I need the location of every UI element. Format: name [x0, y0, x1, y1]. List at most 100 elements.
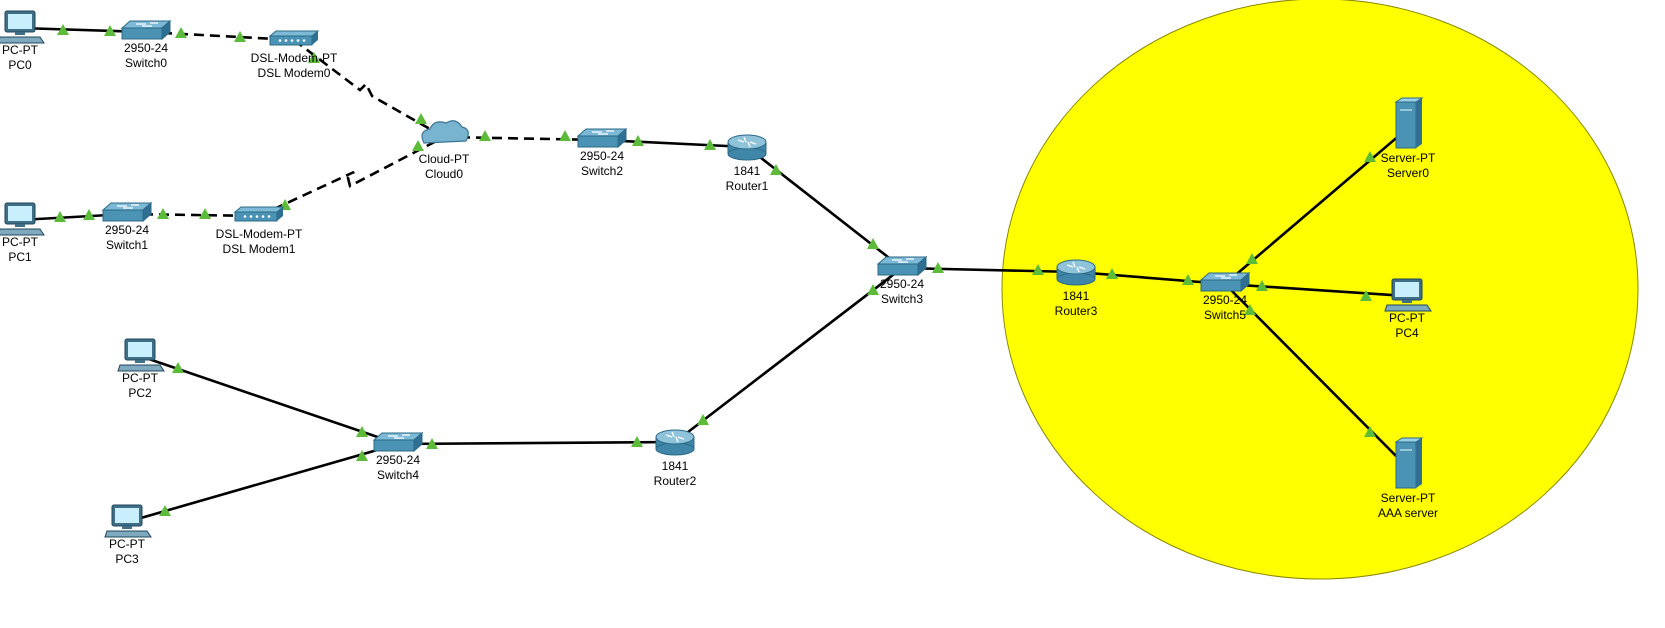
- port-status-up-indicator: [356, 426, 368, 437]
- port-status-up-indicator: [632, 135, 644, 146]
- link-router2-switch3[interactable]: [674, 266, 903, 444]
- pc-icon: [117, 338, 165, 372]
- device-model-label: PC-PT: [122, 371, 159, 385]
- device-name-label: Switch2: [581, 164, 623, 178]
- pc-icon: [0, 10, 45, 44]
- device-model-label: 1841: [1063, 289, 1090, 303]
- switch-icon: [101, 201, 153, 223]
- pc-icon: [1384, 278, 1432, 312]
- device-name-label: PC0: [8, 58, 32, 72]
- router-icon: [727, 134, 767, 161]
- device-name-label: Switch1: [106, 238, 148, 252]
- device-name-label: PC3: [115, 552, 139, 566]
- port-status-up-indicator: [697, 414, 709, 425]
- pc-icon: [0, 202, 45, 236]
- link-router3-switch5[interactable]: [1075, 270, 1226, 286]
- port-status-up-indicator: [83, 209, 95, 220]
- port-status-up-indicator: [57, 24, 69, 35]
- device-name-label: Switch3: [881, 292, 923, 306]
- device-name-label: Switch5: [1204, 308, 1246, 322]
- link-switch3-router3[interactable]: [901, 266, 1077, 274]
- server-icon: [1394, 97, 1424, 149]
- link-dslmodem0-cloud0[interactable]: [293, 38, 445, 139]
- device-model-label: DSL-Modem-PT: [216, 227, 303, 241]
- switch-icon: [372, 431, 424, 453]
- port-status-up-indicator: [172, 362, 184, 373]
- port-status-up-indicator: [1246, 253, 1258, 264]
- device-model-label: PC-PT: [2, 235, 39, 249]
- device-name-label: AAA server: [1378, 506, 1438, 520]
- switch-icon: [1199, 271, 1251, 293]
- port-status-up-indicator: [770, 164, 782, 175]
- device-model-label: Server-PT: [1381, 151, 1436, 165]
- port-status-up-indicator: [479, 130, 491, 141]
- port-status-up-indicator: [1364, 426, 1376, 437]
- cloud-icon: [421, 120, 469, 144]
- device-model-label: PC-PT: [2, 43, 39, 57]
- port-status-up-indicator: [1360, 290, 1372, 301]
- port-status-up-indicator: [1256, 280, 1268, 291]
- device-model-label: Cloud-PT: [419, 152, 470, 166]
- device-model-label: 2950-24: [1203, 293, 1247, 307]
- dsl-modem-icon: [268, 30, 320, 46]
- router-icon: [1056, 259, 1096, 286]
- port-status-up-indicator: [1244, 304, 1256, 315]
- device-name-label: Router3: [1055, 304, 1098, 318]
- port-status-up-indicator: [157, 208, 169, 219]
- device-name-label: DSL Modem0: [258, 66, 331, 80]
- device-name-label: Server0: [1387, 166, 1429, 180]
- device-name-label: Cloud0: [425, 167, 463, 181]
- link-router1-switch3[interactable]: [746, 145, 903, 270]
- port-status-up-indicator: [559, 130, 571, 141]
- link-cloud0-switch2[interactable]: [443, 135, 603, 142]
- port-status-up-indicator: [308, 52, 320, 63]
- device-model-label: PC-PT: [1389, 311, 1426, 325]
- port-status-up-indicator: [1182, 274, 1194, 285]
- device-name-label: Switch4: [377, 468, 419, 482]
- link-switch0-dslmodem0[interactable]: [145, 30, 295, 42]
- device-model-label: 2950-24: [880, 277, 924, 291]
- switch-icon: [120, 19, 172, 41]
- port-status-up-indicator: [426, 438, 438, 449]
- port-status-up-indicator: [867, 284, 879, 295]
- device-name-label: PC4: [1395, 326, 1419, 340]
- link-switch4-router2[interactable]: [397, 440, 676, 446]
- device-model-label: DSL-Modem-PT: [251, 51, 338, 65]
- device-name-label: Router1: [726, 179, 769, 193]
- device-model-label: 1841: [662, 459, 689, 473]
- device-model-label: 2950-24: [105, 223, 149, 237]
- port-status-up-indicator: [412, 140, 424, 151]
- link-pc2-switch4[interactable]: [139, 354, 399, 446]
- port-status-up-indicator: [1364, 151, 1376, 162]
- link-switch5-server0[interactable]: [1224, 127, 1409, 285]
- link-dslmodem1-cloud0[interactable]: [258, 135, 445, 218]
- dsl-modem-icon: [233, 206, 285, 222]
- link-pc3-switch4[interactable]: [126, 442, 399, 524]
- link-switch5-pc4[interactable]: [1224, 282, 1408, 298]
- link-switch2-router1[interactable]: [601, 138, 748, 149]
- port-status-up-indicator: [415, 113, 427, 124]
- port-status-up-indicator: [104, 25, 116, 36]
- server-icon: [1394, 437, 1424, 489]
- device-model-label: Server-PT: [1381, 491, 1436, 505]
